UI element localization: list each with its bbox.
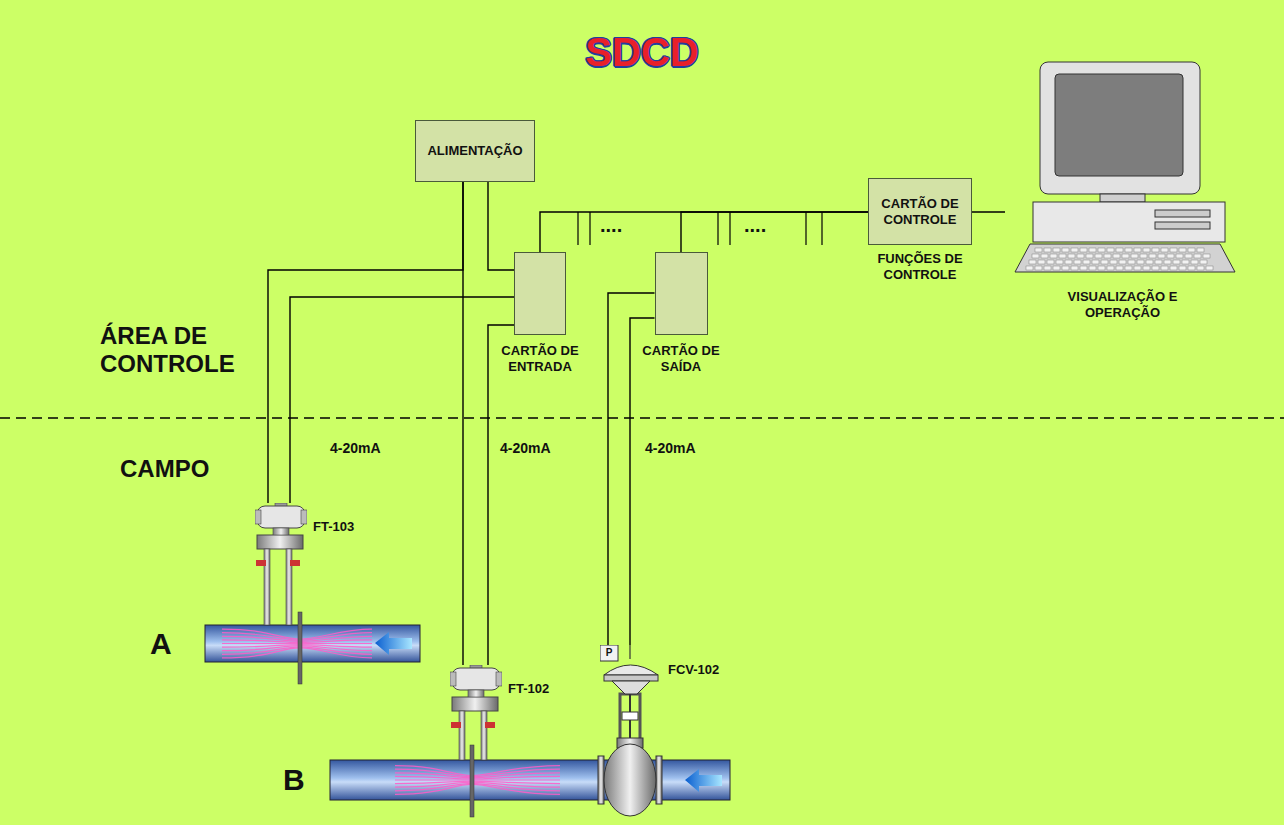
flow-line bbox=[222, 648, 372, 658]
computer-icon bbox=[1005, 60, 1240, 275]
node-label: ALIMENTAÇÃO bbox=[427, 143, 522, 159]
card-caption: CARTÃO DE ENTRADA bbox=[490, 343, 590, 375]
area-divider bbox=[0, 417, 1284, 419]
tag-label: FT-102 bbox=[508, 681, 549, 697]
flow-line bbox=[395, 784, 560, 794]
signal-wire bbox=[268, 182, 463, 503]
signal-wire bbox=[630, 318, 655, 645]
bus-taps bbox=[578, 212, 822, 245]
card-outline: CARTÃO DE CONTROLE bbox=[868, 178, 972, 245]
flow-transmitter: FT-102 bbox=[450, 665, 549, 697]
signal-wire bbox=[972, 211, 1005, 212]
card-caption: FUNÇÕES DE CONTROLE bbox=[868, 251, 972, 283]
node-label: CARTÃO DE CONTROLE bbox=[875, 196, 965, 228]
continuation-dots: .... bbox=[600, 214, 622, 237]
flow-line bbox=[222, 643, 372, 644]
control-valve-body bbox=[598, 694, 662, 816]
signal-label: 4-20mA bbox=[500, 440, 551, 456]
flow-line bbox=[395, 776, 560, 779]
signal-wire bbox=[488, 182, 514, 270]
transmitter-icon bbox=[255, 503, 307, 535]
transmitter-icon bbox=[450, 665, 502, 697]
area-label: ÁREA DE CONTROLE bbox=[100, 322, 250, 378]
pipe-letter: A bbox=[150, 626, 172, 661]
node-caption: VISUALIZAÇÃO E OPERAÇÃO bbox=[1053, 289, 1193, 321]
card-caption: CARTÃO DE SAÍDA bbox=[631, 343, 731, 375]
signal-wire bbox=[290, 297, 514, 503]
signal-wire bbox=[681, 212, 868, 252]
power-supply-box: ALIMENTAÇÃO bbox=[415, 120, 535, 182]
flow-line bbox=[395, 779, 560, 780]
operator-workstation: VISUALIZAÇÃO E OPERAÇÃO bbox=[1005, 60, 1240, 321]
control-card: CARTÃO DE CONTROLE FUNÇÕES DE CONTROLE bbox=[868, 178, 972, 283]
tag-label: FT-103 bbox=[313, 519, 354, 535]
card-outline bbox=[655, 252, 708, 335]
card-outline bbox=[514, 252, 566, 335]
signal-wire bbox=[462, 182, 463, 665]
signal-wire bbox=[540, 212, 868, 252]
area-label: CAMPO bbox=[120, 455, 209, 483]
flow-line bbox=[222, 640, 372, 643]
control-valve: FCV-102 bbox=[600, 645, 719, 695]
converter-letter: P bbox=[600, 645, 618, 661]
signal-label: 4-20mA bbox=[645, 440, 696, 456]
output-card: CARTÃO DE SAÍDA bbox=[631, 252, 731, 375]
input-card: CARTÃO DE ENTRADA bbox=[490, 252, 590, 375]
signal-label: 4-20mA bbox=[330, 440, 381, 456]
signal-wire bbox=[488, 325, 514, 665]
pipe-letter: B bbox=[283, 762, 305, 797]
pipe-a bbox=[205, 535, 420, 684]
flow-transmitter: FT-103 bbox=[255, 503, 354, 535]
continuation-dots: .... bbox=[744, 214, 766, 237]
tag-label: FCV-102 bbox=[668, 662, 719, 678]
pipe-b bbox=[330, 697, 730, 817]
